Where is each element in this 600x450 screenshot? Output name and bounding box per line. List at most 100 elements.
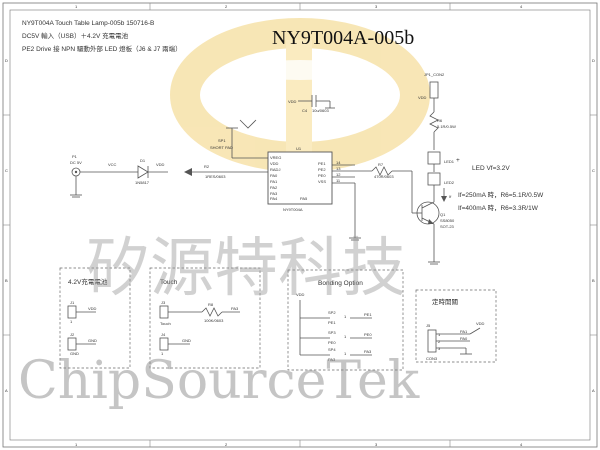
frame-row-labels: D C B A D C B A <box>5 58 595 393</box>
row-label: D <box>5 58 8 63</box>
sheet-title: NY9T004A Touch Table Lamp-005b 150716-B <box>22 20 154 27</box>
net-label-vdd: VDD <box>288 99 297 104</box>
col-label: 4 <box>520 442 523 447</box>
u1-pin-label: PA3 <box>270 191 278 196</box>
frame-column-labels: 1 2 3 4 1 2 3 4 <box>75 4 523 447</box>
net-label-pa0: PA0 <box>460 336 468 341</box>
col-label: 2 <box>225 4 228 9</box>
row-label: A <box>592 388 595 393</box>
pin-number: 2 <box>438 339 441 344</box>
row-label: C <box>5 168 8 173</box>
j5-ref: J5 <box>426 323 431 328</box>
timer-block: 定時開關 J5 CON3 1 2 3 PA1 PA0 VDD <box>415 289 497 363</box>
col-label: 4 <box>520 4 523 9</box>
led-plus: + <box>456 157 460 164</box>
led-driver-section: JP1_CON2 VDD R6 5.1R/0.5W LED1 + LED2 LE… <box>411 72 544 265</box>
p1-ref: P1 <box>72 154 78 159</box>
u1-pin-number: 11 <box>336 178 341 183</box>
pin-number: 1 <box>438 332 441 337</box>
r8-value: 100K/0603 <box>204 318 224 323</box>
header-notes: NY9T004A Touch Table Lamp-005b 150716-B … <box>22 20 414 53</box>
p1-part: DC 5V <box>70 160 82 165</box>
net-label-pa3: PA3 <box>328 357 336 362</box>
ic-u1-body <box>267 151 333 205</box>
d1-part: 1N5817 <box>135 180 150 185</box>
r6-value: 5.1R/0.5W <box>437 124 456 129</box>
net-label-vdd: VDD <box>418 95 427 100</box>
d1-ref: D1 <box>140 158 146 163</box>
net-label-pa3: PA3 <box>231 306 239 311</box>
c4-value: 10u/0603 <box>312 108 329 113</box>
net-label-vdd: VDD <box>156 162 165 167</box>
r8-ref: R8 <box>208 302 214 307</box>
battery-block-title: 4.2V充電電池 <box>68 277 108 286</box>
led-current-note-2: If=400mA 時，R6=3.3R/1W <box>458 204 539 212</box>
led2-ref: LED2 <box>444 180 455 185</box>
u1-pin-number: 12 <box>336 172 341 177</box>
net-label-gnd: GND <box>182 338 191 343</box>
j4-ref: J4 <box>161 332 166 337</box>
net-label-pe1: PE1 <box>364 312 372 317</box>
u1-left-pins: VREG VDD RADJ PA0 PA1 PA2 PA3 PA4 PA5 <box>270 155 308 201</box>
j2-ref: J2 <box>70 332 75 337</box>
sp1-name: SHORT PAD <box>210 145 233 150</box>
u1-pin-label: RADJ <box>270 167 280 172</box>
led-vf-note: LED Vf=3.2V <box>472 165 510 172</box>
q1-package: SOT-23 <box>440 224 455 229</box>
header-note-power: DC5V 輸入（USB）＋4.2V 充電電池 <box>22 31 129 40</box>
r7-ref: R7 <box>378 162 384 167</box>
net-label-pa1: PA1 <box>460 329 468 334</box>
sp1-ref: SP1 <box>218 138 226 143</box>
row-label: D <box>592 58 595 63</box>
u1-pin-label: PA0 <box>270 173 278 178</box>
current-symbol: If <box>449 194 452 199</box>
net-label-gnd: GND <box>88 338 97 343</box>
u1-pin-label: VSS <box>318 179 326 184</box>
u1-pin-label: PE1 <box>318 161 326 166</box>
touch-net-label: Touch <box>160 321 171 326</box>
sp2-ref: SP2 <box>328 310 336 315</box>
watermark-cn: 矽源特科技 <box>86 232 406 306</box>
r2-ref: R2 <box>204 164 210 169</box>
col-label: 3 <box>375 4 378 9</box>
u1-pin-label: PA4 <box>270 196 278 201</box>
u1-pin-label: VDD <box>270 161 279 166</box>
row-label: C <box>592 168 595 173</box>
bonding-block-title: Bonding Option <box>318 280 363 287</box>
u1-ref: U1 <box>296 146 302 151</box>
u1-right-pins: PE1 PE2 PE0 VSS 14 13 12 11 <box>318 160 341 184</box>
col-label: 3 <box>375 442 378 447</box>
pin-number: 1 <box>344 351 347 356</box>
pin-number: 1 <box>344 334 347 339</box>
u1-pin-number: 14 <box>336 160 341 165</box>
led-current-note-1: If=250mA 時，R6=5.1R/0.5W <box>458 191 544 199</box>
col-label: 1 <box>75 442 78 447</box>
net-label-gnd: GND <box>70 351 79 356</box>
timer-block-title: 定時開關 <box>432 297 458 306</box>
capacitor-c4: VDD C4 10u/0603 <box>288 95 335 113</box>
sp3-ref: SP3 <box>328 330 336 335</box>
battery-block: 4.2V充電電池 J1 1 VDD J2 GND GND <box>59 267 131 369</box>
touch-block-title: Touch <box>160 279 178 286</box>
power-input-section: P1 DC 5V VCC D1 1N5817 VDD <box>70 154 168 198</box>
u1-pin-label: PA1 <box>270 179 278 184</box>
header-note-drive: PE2 Drive 接 NPN 驅動外部 LED 燈板（J6 & J7 兩端） <box>22 44 182 53</box>
row-label: A <box>5 388 8 393</box>
net-label-pa3: PA3 <box>364 349 372 354</box>
net-label-vdd: VDD <box>476 321 485 326</box>
sp4-ref: SP4 <box>328 347 336 352</box>
j3-ref: J3 <box>161 300 166 305</box>
net-label-vdd: VDD <box>88 306 97 311</box>
row-label: B <box>5 278 8 283</box>
u1-pin-label: PE2 <box>318 167 326 172</box>
led1-ref: LED1 <box>444 159 455 164</box>
r7-value: 470R/0603 <box>374 174 394 179</box>
col-label: 2 <box>225 442 228 447</box>
net-label-vdd: VDD <box>296 292 305 297</box>
pin-number: 1 <box>70 319 73 324</box>
u1-pin-number: 13 <box>336 166 341 171</box>
part-number: NY9T004A-005b <box>272 27 414 49</box>
u1-pin-label: PA2 <box>270 185 278 190</box>
